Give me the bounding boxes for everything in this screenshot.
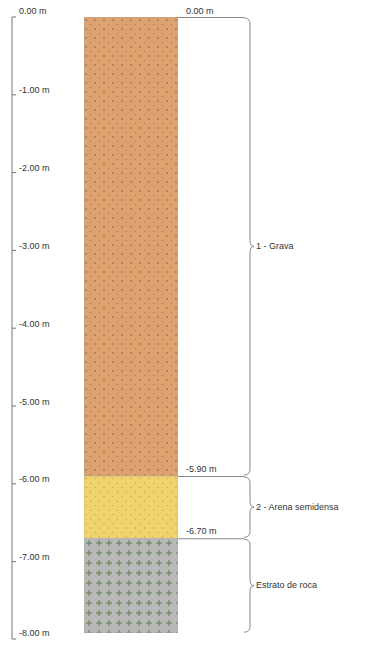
- layer-brace: [244, 18, 254, 475]
- depth-tick: [12, 94, 16, 95]
- boundary-line: [178, 538, 244, 539]
- depth-tick: [12, 406, 16, 407]
- depth-tick: [12, 250, 16, 251]
- depth-label: -8.00 m: [19, 628, 50, 639]
- layer-fill: [84, 538, 178, 633]
- depth-tick: [12, 639, 16, 640]
- depth-tick: [12, 172, 16, 173]
- depth-label: 0.00 m: [19, 6, 47, 17]
- depth-tick: [12, 561, 16, 562]
- depth-label: -6.70 m: [186, 526, 217, 537]
- depth-label: -2.00 m: [19, 163, 50, 174]
- depth-label: -3.00 m: [19, 241, 50, 252]
- depth-label: -5.90 m: [186, 464, 217, 475]
- layer-brace: [244, 477, 254, 537]
- depth-label: 0.00 m: [186, 6, 214, 17]
- depth-label: -6.00 m: [19, 474, 50, 485]
- layer-fill: [84, 17, 178, 476]
- soil-layer-band: Estrato de roca: [84, 538, 178, 633]
- layer-brace: [244, 539, 254, 632]
- depth-label: -4.00 m: [19, 319, 50, 330]
- depth-tick: [12, 17, 16, 18]
- depth-tick: [12, 328, 16, 329]
- layer-name: 1 - Grava: [256, 241, 294, 252]
- depth-label: -7.00 m: [19, 552, 50, 563]
- layer-name: Estrato de roca: [256, 580, 317, 591]
- depth-label: -1.00 m: [19, 85, 50, 96]
- soil-layer-band: 2 - Arena semidensa: [84, 476, 178, 538]
- boundary-line: [178, 476, 244, 477]
- depth-tick: [12, 483, 16, 484]
- layer-fill: [84, 476, 178, 538]
- depth-label: -5.00 m: [19, 397, 50, 408]
- layer-name: 2 - Arena semidensa: [256, 502, 339, 513]
- boundary-line: [178, 17, 244, 18]
- soil-layer-band: 1 - Grava: [84, 17, 178, 476]
